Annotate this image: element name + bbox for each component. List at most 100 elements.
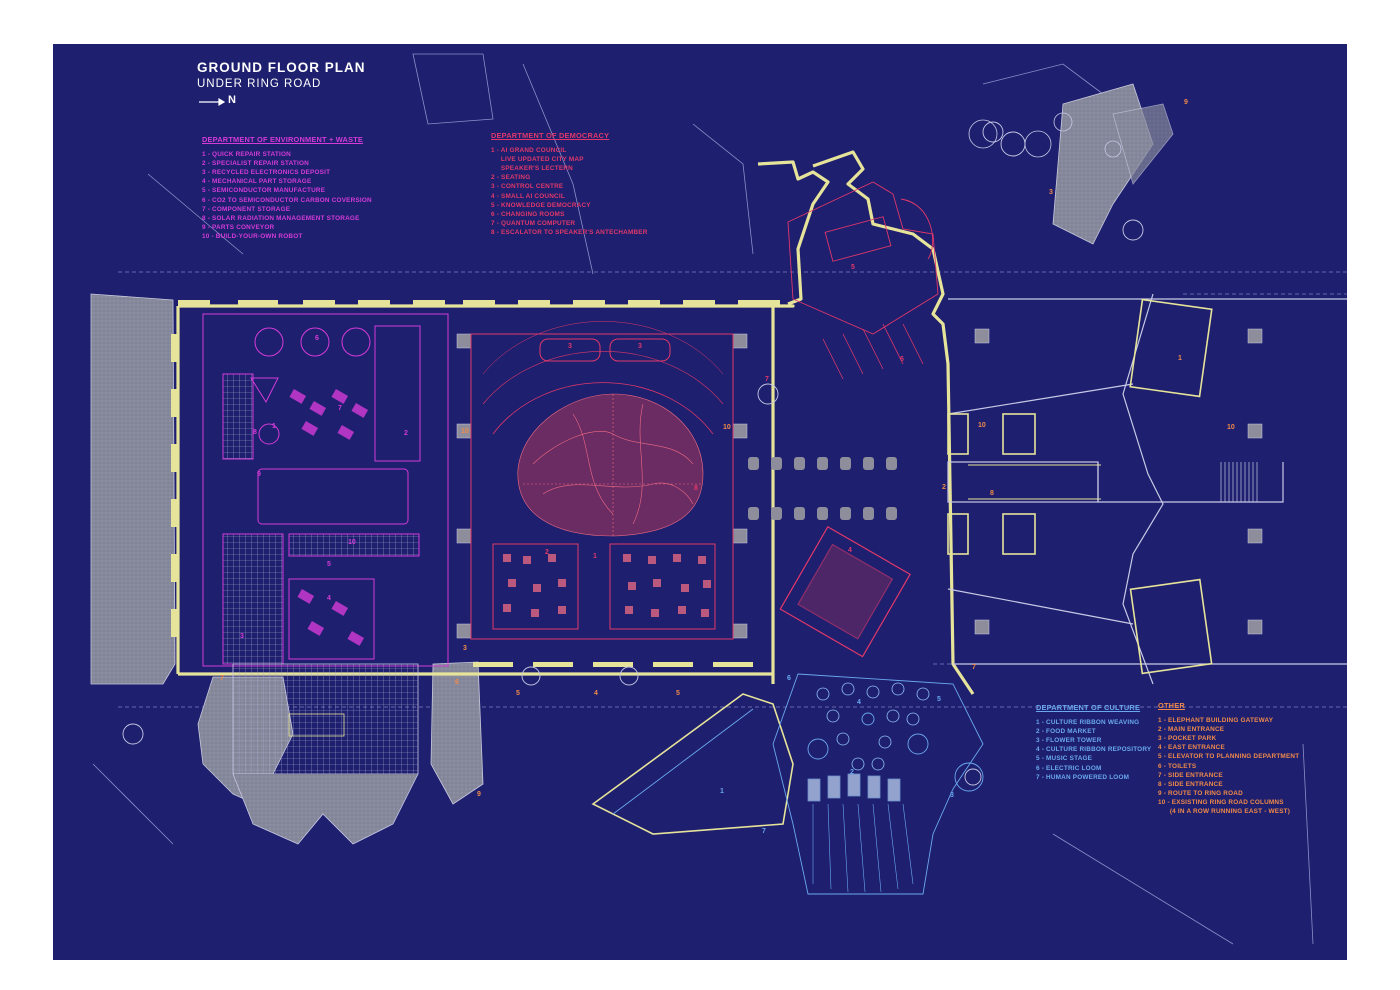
plan-label-oth: 5 <box>676 690 680 697</box>
plan-label-env: 1 <box>272 423 276 430</box>
legend-item: 1 - ELEPHANT BUILDING GATEWAY <box>1158 717 1274 725</box>
legend-item: 7 - COMPONENT STORAGE <box>202 205 291 213</box>
democracy-seating <box>503 554 711 617</box>
plan-label-dem: 3 <box>568 343 572 350</box>
legend-item: 1 - AI GRAND COUNCIL <box>491 147 567 155</box>
plan-label-oth: 7 <box>972 664 976 671</box>
legend-culture-heading: DEPARTMENT OF CULTURE <box>1036 703 1141 712</box>
legend-item: 6 - CO2 TO SEMICONDUCTOR CARBON COVERSIO… <box>202 196 372 204</box>
plan-label-oth: 8 <box>990 490 994 497</box>
legend-item: SPEAKER'S LECTERN <box>491 165 573 173</box>
legend-item: 2 - MAIN ENTRANCE <box>1158 726 1225 734</box>
plan-label-env: 7 <box>338 405 342 412</box>
legend-other-heading: OTHER <box>1158 701 1185 710</box>
gateway-yellow-frames <box>947 298 1213 675</box>
escalator-lines <box>822 323 924 380</box>
culture-department <box>591 673 984 895</box>
city-map <box>517 393 704 537</box>
plan-label-oth: 1 <box>1178 355 1182 362</box>
legend-item: 4 - CULTURE RIBBON REPOSITORY <box>1036 746 1152 754</box>
legend-environment-list: 1 - QUICK REPAIR STATION 2 - SPECIALIST … <box>202 150 372 241</box>
democracy-chamber <box>470 321 734 640</box>
legend-item: 6 - TOILETS <box>1158 762 1197 770</box>
plan-label-oth: 9 <box>477 791 481 798</box>
plan-label-env: 6 <box>315 335 319 342</box>
plan-label-cul: 7 <box>762 828 766 835</box>
page-subtitle: UNDER RING ROAD <box>197 78 322 90</box>
legend-item: 10 - BUILD-YOUR-OWN ROBOT <box>202 232 303 240</box>
plan-label-oth: 10 <box>723 424 731 431</box>
legend-democracy: DEPARTMENT OF DEMOCRACY 1 - AI GRAND COU… <box>491 131 648 237</box>
legend-item: 2 - SEATING <box>491 174 531 182</box>
plan-label-oth: 6 <box>455 679 459 686</box>
legend-item: 3 - CONTROL CENTRE <box>491 183 564 191</box>
environment-department-block <box>202 313 449 667</box>
plan-label-oth: 2 <box>942 484 946 491</box>
plan-label-dem: 1 <box>593 553 597 560</box>
legend-item: 5 - MUSIC STAGE <box>1036 755 1093 763</box>
facade-segments <box>171 300 780 667</box>
legend-item: 8 - SOLAR RADIATION MANAGEMENT STORAGE <box>202 214 360 222</box>
floor-plan: 1234567891012334567812345671233455677899… <box>90 53 1347 945</box>
plan-label-dem: 2 <box>545 549 549 556</box>
legend-item: 4 - SMALL AI COUNCIL <box>491 192 565 200</box>
legend-democracy-list: 1 - AI GRAND COUNCIL LIVE UPDATED CITY M… <box>491 146 648 237</box>
legend-environment-heading: DEPARTMENT OF ENVIRONMENT + WASTE <box>202 135 364 144</box>
plan-label-env: 8 <box>253 429 257 436</box>
culture-looms <box>807 682 930 802</box>
legend-item: LIVE UPDATED CITY MAP <box>491 156 584 164</box>
legend-culture-list: 1 - CULTURE RIBBON WEAVING 2 - FOOD MARK… <box>1036 718 1151 782</box>
legend-item: 7 - QUANTUM COMPUTER <box>491 219 576 227</box>
pocket-park-circles <box>122 121 1144 786</box>
legend-item: 6 - CHANGING ROOMS <box>491 210 565 218</box>
legend-item: 5 - SEMICONDUCTOR MANUFACTURE <box>202 187 326 195</box>
plan-label-env: 2 <box>404 430 408 437</box>
legend-item: (4 IN A ROW RUNNING EAST - WEST) <box>1158 808 1291 816</box>
legend-item: 3 - RECYCLED ELECTRONICS DEPOSIT <box>202 169 331 177</box>
legend-item: 7 - HUMAN POWERED LOOM <box>1036 773 1130 781</box>
plan-label-oth: 4 <box>594 690 598 697</box>
plan-label-cul: 1 <box>720 788 724 795</box>
plan-label-oth: 3 <box>1049 189 1053 196</box>
knowledge-democracy-building <box>787 181 939 335</box>
plan-label-oth: 10 <box>1227 424 1235 431</box>
plan-label-dem: 5 <box>851 264 855 271</box>
plan-label-cul: 4 <box>857 699 861 706</box>
plan-label-env: 5 <box>327 561 331 568</box>
plan-label-oth: 5 <box>516 690 520 697</box>
north-label: N <box>228 94 237 106</box>
legend-environment: DEPARTMENT OF ENVIRONMENT + WASTE 1 - QU… <box>202 135 372 241</box>
plan-label-dem: 3 <box>638 343 642 350</box>
trees <box>968 112 1122 158</box>
legend-culture: DEPARTMENT OF CULTURE 1 - CULTURE RIBBON… <box>1036 703 1151 782</box>
north-arrow-icon <box>199 97 226 107</box>
plan-label-oth: 3 <box>463 645 467 652</box>
plan-label-oth: 9 <box>1184 99 1188 106</box>
legend-item: 4 - MECHANICAL PART STORAGE <box>202 178 312 186</box>
column-rows <box>748 457 897 520</box>
ribbon-lines <box>812 803 914 893</box>
small-ai-council <box>779 525 911 658</box>
site-context-solid <box>92 53 1314 945</box>
legend-item: 6 - ELECTRIC LOOM <box>1036 764 1102 772</box>
legend-item: 1 - QUICK REPAIR STATION <box>202 151 291 159</box>
plan-label-oth: 10 <box>461 428 469 435</box>
legend-democracy-heading: DEPARTMENT OF DEMOCRACY <box>491 131 610 140</box>
plan-label-cul: 3 <box>950 792 954 799</box>
plan-label-oth: 7 <box>220 675 224 682</box>
legend-item: 9 - ROUTE TO RING ROAD <box>1158 789 1243 797</box>
north-indicator: N <box>198 94 237 106</box>
plan-label-env: 10 <box>348 539 356 546</box>
plan-label-cul: 5 <box>937 696 941 703</box>
legend-item: 3 - POCKET PARK <box>1158 735 1217 743</box>
plan-label-oth: 10 <box>978 422 986 429</box>
legend-item: 8 - SIDE ENTRANCE <box>1158 780 1223 788</box>
legend-item: 5 - ELEVATOR TO PLANNING DEPARTMENT <box>1158 753 1300 761</box>
plan-label-env: 9 <box>257 471 261 478</box>
environment-workstations <box>289 389 369 646</box>
legend-item: 5 - KNOWLEDGE DEMOCRACY <box>491 201 591 209</box>
plan-label-dem: 7 <box>765 376 769 383</box>
elephant-building-outline <box>947 293 1347 685</box>
